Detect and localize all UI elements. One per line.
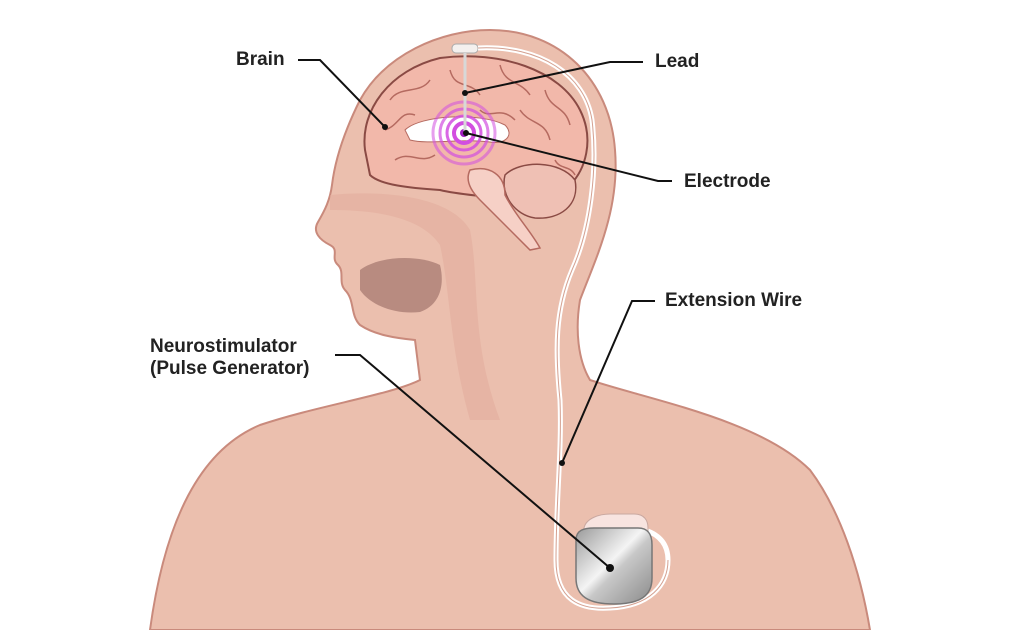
label-neurostimulator: Neurostimulator bbox=[150, 336, 297, 357]
oral-cavity bbox=[360, 258, 442, 313]
label-brain: Brain bbox=[236, 49, 285, 70]
leader-electrode bbox=[465, 132, 672, 182]
label-lead: Lead bbox=[655, 51, 700, 72]
label-extension-wire: Extension Wire bbox=[665, 290, 803, 311]
leader-lines bbox=[298, 59, 672, 569]
body-silhouette bbox=[148, 28, 872, 630]
cerebellum bbox=[503, 163, 577, 219]
throat bbox=[330, 193, 500, 420]
leader-neurostimulator bbox=[335, 354, 611, 569]
label-pulse-generator: (Pulse Generator) bbox=[150, 358, 310, 379]
burr-hole-cap bbox=[451, 43, 479, 54]
neurostimulator-device bbox=[575, 527, 653, 605]
leader-brain bbox=[298, 59, 386, 128]
label-electrode: Electrode bbox=[684, 171, 771, 192]
brainstem bbox=[467, 168, 542, 251]
leader-lead bbox=[464, 61, 643, 94]
leader-extension-wire bbox=[561, 300, 655, 464]
